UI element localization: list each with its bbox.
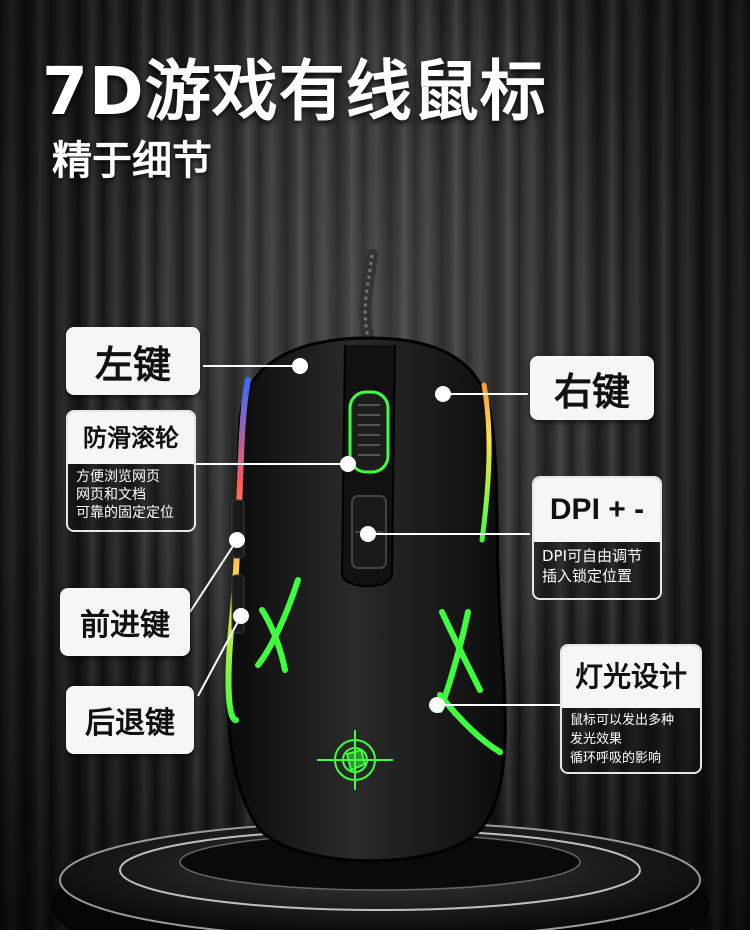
dpi-label: DPI + - DPI可自由调节 插入锁定位置 xyxy=(532,476,662,600)
scroll-wheel-dot xyxy=(340,456,356,472)
pedestal xyxy=(50,821,710,930)
scroll-wheel-title: 防滑滚轮 xyxy=(68,412,194,464)
dpi-title: DPI + - xyxy=(534,478,660,542)
scroll-wheel-desc-line: 网页和文档 xyxy=(76,487,146,503)
back-button-text: 后退键 xyxy=(85,706,175,741)
back-button-label: 后退键 xyxy=(66,686,194,754)
scroll-wheel xyxy=(348,390,390,474)
dpi-desc-line: DPI可自由调节 xyxy=(542,547,643,565)
back-button-dot xyxy=(233,608,249,624)
right-button-dot xyxy=(435,386,451,402)
forward-button-label: 前进键 xyxy=(60,588,190,656)
right-button-label: 右键 xyxy=(530,356,654,420)
scroll-wheel-desc-line: 可靠的固定定位 xyxy=(76,505,174,521)
dpi-desc-line: 插入锁定位置 xyxy=(542,567,633,585)
lighting-dot xyxy=(429,697,445,713)
left-button-label: 左键 xyxy=(66,327,200,395)
left-button-dot xyxy=(292,358,308,374)
scroll-wheel-desc-line: 方便浏览网页 xyxy=(76,469,160,485)
scroll-wheel-desc: 方便浏览网页 网页和文档 可靠的固定定位 xyxy=(68,464,194,528)
lighting-desc-line: 循环呼吸的影响 xyxy=(570,751,662,766)
left-button-text: 左键 xyxy=(94,342,171,387)
lighting-title: 灯光设计 xyxy=(562,646,700,708)
dpi-desc: DPI可自由调节 插入锁定位置 xyxy=(534,542,660,592)
forward-button-dot xyxy=(229,532,245,548)
scroll-wheel-label: 防滑滚轮 方便浏览网页 网页和文档 可靠的固定定位 xyxy=(66,410,196,532)
forward-button-text: 前进键 xyxy=(80,608,170,643)
mouse-cable xyxy=(359,249,378,351)
mouse-body xyxy=(225,336,507,863)
right-button-text: 右键 xyxy=(553,369,630,414)
dpi-dot xyxy=(360,526,376,542)
page-subtitle: 精于细节 xyxy=(52,138,212,184)
lighting-desc: 鼠标可以发出多种 发光效果 循环呼吸的影响 xyxy=(562,708,700,771)
lighting-desc-line: 鼠标可以发出多种 xyxy=(570,713,675,728)
page-title: 7D游戏有线鼠标 xyxy=(42,53,547,130)
lighting-label: 灯光设计 鼠标可以发出多种 发光效果 循环呼吸的影响 xyxy=(560,644,702,774)
mouse-logo-icon xyxy=(317,730,393,790)
lighting-desc-line: 发光效果 xyxy=(570,732,623,747)
